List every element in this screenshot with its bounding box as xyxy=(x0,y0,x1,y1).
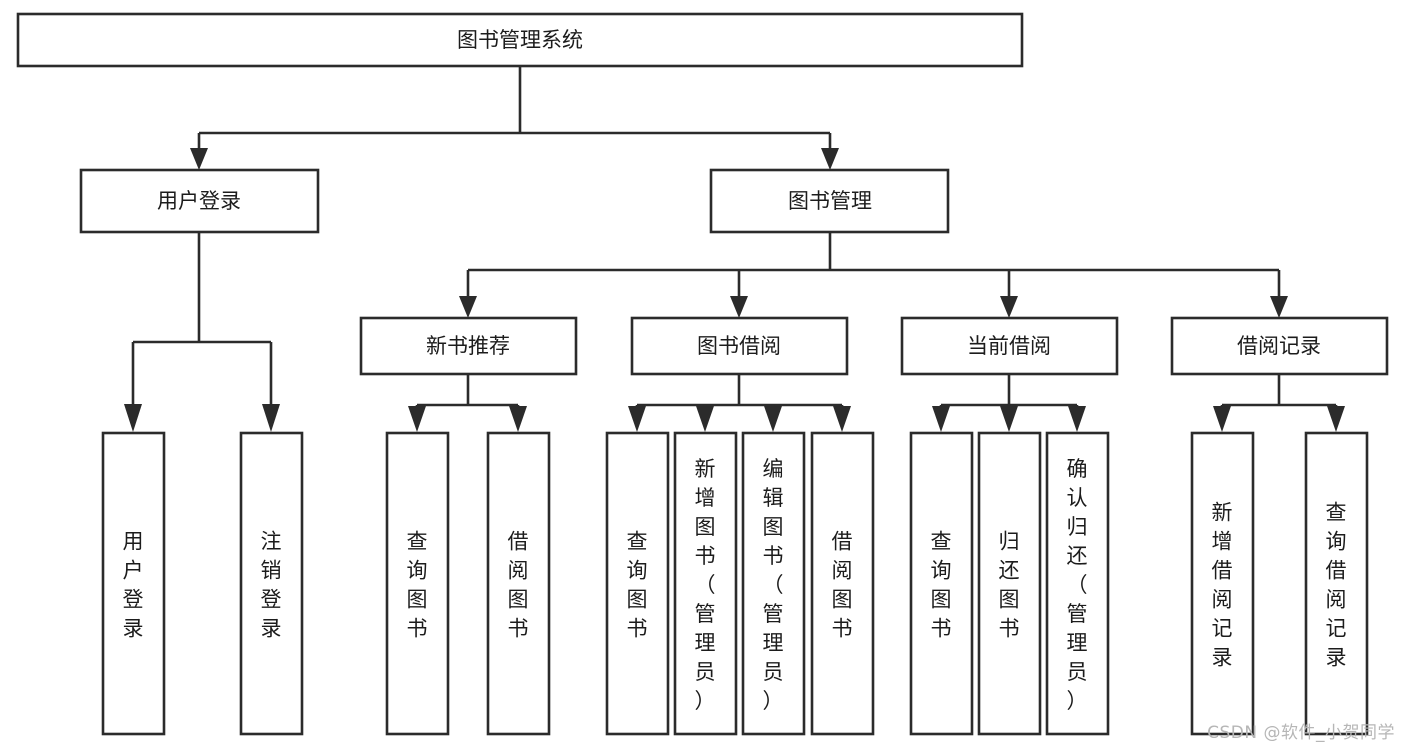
leaf-query-book-3-label: 查询图书 xyxy=(931,530,952,641)
arrow-to-newbook xyxy=(459,296,477,318)
leaf-add-book-label: 新增图书（管理员） xyxy=(695,457,716,713)
leaf-query-book-2-box[interactable] xyxy=(605,431,670,736)
leaf-node[interactable]: 查询图书 xyxy=(385,431,450,736)
node-book-borrow-label: 图书借阅 xyxy=(697,334,781,358)
node-root-box[interactable] xyxy=(16,12,1024,68)
csdn-watermark: CSDN @软件_小贺同学 xyxy=(1207,723,1395,743)
arrow-leaf-query-record xyxy=(1327,406,1345,432)
arrow-leaf-logout xyxy=(262,404,280,432)
leaf-node[interactable]: 编辑图书（管理员） xyxy=(741,431,806,736)
leaf-node[interactable]: 用户登录 xyxy=(101,431,166,736)
node-current-borrow[interactable]: 当前借阅 xyxy=(900,316,1119,376)
node-new-book-recommend-label: 新书推荐 xyxy=(426,334,510,358)
leaf-node[interactable]: 注销登录 xyxy=(239,431,304,736)
leaf-node[interactable]: 新增借阅记录 xyxy=(1190,431,1255,736)
node-current-borrow-label: 当前借阅 xyxy=(967,334,1051,358)
leaf-node[interactable]: 借阅图书 xyxy=(810,431,875,736)
leaf-query-book-3-box[interactable] xyxy=(909,431,974,736)
node-borrow-record[interactable]: 借阅记录 xyxy=(1170,316,1389,376)
arrow-leaf-confirm-return xyxy=(1068,406,1086,432)
leaf-node[interactable]: 新增图书（管理员） xyxy=(673,431,738,736)
node-book-management[interactable]: 图书管理 xyxy=(709,168,950,234)
node-borrow-record-box[interactable] xyxy=(1170,316,1389,376)
leaf-borrow-book-2-box[interactable] xyxy=(810,431,875,736)
leaf-user-login-label: 用户登录 xyxy=(123,530,144,641)
leaf-node[interactable]: 查询图书 xyxy=(605,431,670,736)
node-user-login-label: 用户登录 xyxy=(157,189,241,213)
leaf-borrow-book-2-label: 借阅图书 xyxy=(832,530,853,641)
leaf-query-book-1-label: 查询图书 xyxy=(407,530,428,641)
leaf-add-book-box[interactable] xyxy=(673,431,738,736)
leaf-query-record-box[interactable] xyxy=(1304,431,1369,736)
leaf-edit-book-box[interactable] xyxy=(741,431,806,736)
arrow-leaf-query-book-3 xyxy=(932,406,950,432)
node-book-management-label: 图书管理 xyxy=(788,189,872,213)
arrow-to-record xyxy=(1270,296,1288,318)
leaf-borrow-book-1-label: 借阅图书 xyxy=(508,530,529,641)
node-borrow-record-label: 借阅记录 xyxy=(1237,334,1321,358)
leaf-edit-book-label: 编辑图书（管理员） xyxy=(763,457,784,713)
leaf-add-record-label: 新增借阅记录 xyxy=(1212,501,1233,670)
leaf-node[interactable]: 借阅图书 xyxy=(486,431,551,736)
leaf-confirm-return-box[interactable] xyxy=(1045,431,1110,736)
leaf-user-login-box[interactable] xyxy=(101,431,166,736)
arrow-leaf-edit-book xyxy=(764,406,782,432)
leaf-confirm-return-label: 确认归还（管理员） xyxy=(1067,457,1088,713)
leaf-node[interactable]: 查询借阅记录 xyxy=(1304,431,1369,736)
leaf-return-book-label: 归还图书 xyxy=(999,530,1020,641)
node-book-borrow-box[interactable] xyxy=(630,316,849,376)
leaf-node[interactable]: 确认归还（管理员） xyxy=(1045,431,1110,736)
arrow-leaf-return-book xyxy=(1000,406,1018,432)
arrow-leaf-query-book-2 xyxy=(628,406,646,432)
leaf-query-book-1-box[interactable] xyxy=(385,431,450,736)
node-new-book-recommend-box[interactable] xyxy=(359,316,578,376)
arrow-to-user-login xyxy=(190,148,208,170)
leaf-logout-label: 注销登录 xyxy=(261,530,282,641)
leaf-logout-box[interactable] xyxy=(239,431,304,736)
node-root-system[interactable]: 图书管理系统 xyxy=(16,12,1024,68)
leaf-return-book-box[interactable] xyxy=(977,431,1042,736)
arrow-to-current xyxy=(1000,296,1018,318)
arrow-leaf-borrow-book-2 xyxy=(833,406,851,432)
arrow-to-borrow xyxy=(730,296,748,318)
arrow-leaf-add-book xyxy=(696,406,714,432)
connector-layer xyxy=(124,66,1345,432)
node-book-management-box[interactable] xyxy=(709,168,950,234)
node-current-borrow-box[interactable] xyxy=(900,316,1119,376)
leaf-borrow-book-1-box[interactable] xyxy=(486,431,551,736)
node-book-borrow[interactable]: 图书借阅 xyxy=(630,316,849,376)
arrow-leaf-query-book-1 xyxy=(408,406,426,432)
arrow-to-book-mgmt xyxy=(821,148,839,170)
leaf-node[interactable]: 归还图书 xyxy=(977,431,1042,736)
node-root-label: 图书管理系统 xyxy=(457,28,583,52)
leaf-add-record-box[interactable] xyxy=(1190,431,1255,736)
arrow-leaf-borrow-book-1 xyxy=(509,406,527,432)
node-user-login-box[interactable] xyxy=(79,168,320,234)
leaf-query-record-label: 查询借阅记录 xyxy=(1326,501,1347,670)
arrow-leaf-add-record xyxy=(1213,406,1231,432)
leaf-node[interactable]: 查询图书 xyxy=(909,431,974,736)
node-user-login[interactable]: 用户登录 xyxy=(79,168,320,234)
node-new-book-recommend[interactable]: 新书推荐 xyxy=(359,316,578,376)
leaf-query-book-2-label: 查询图书 xyxy=(627,530,648,641)
arrow-leaf-user-login xyxy=(124,404,142,432)
